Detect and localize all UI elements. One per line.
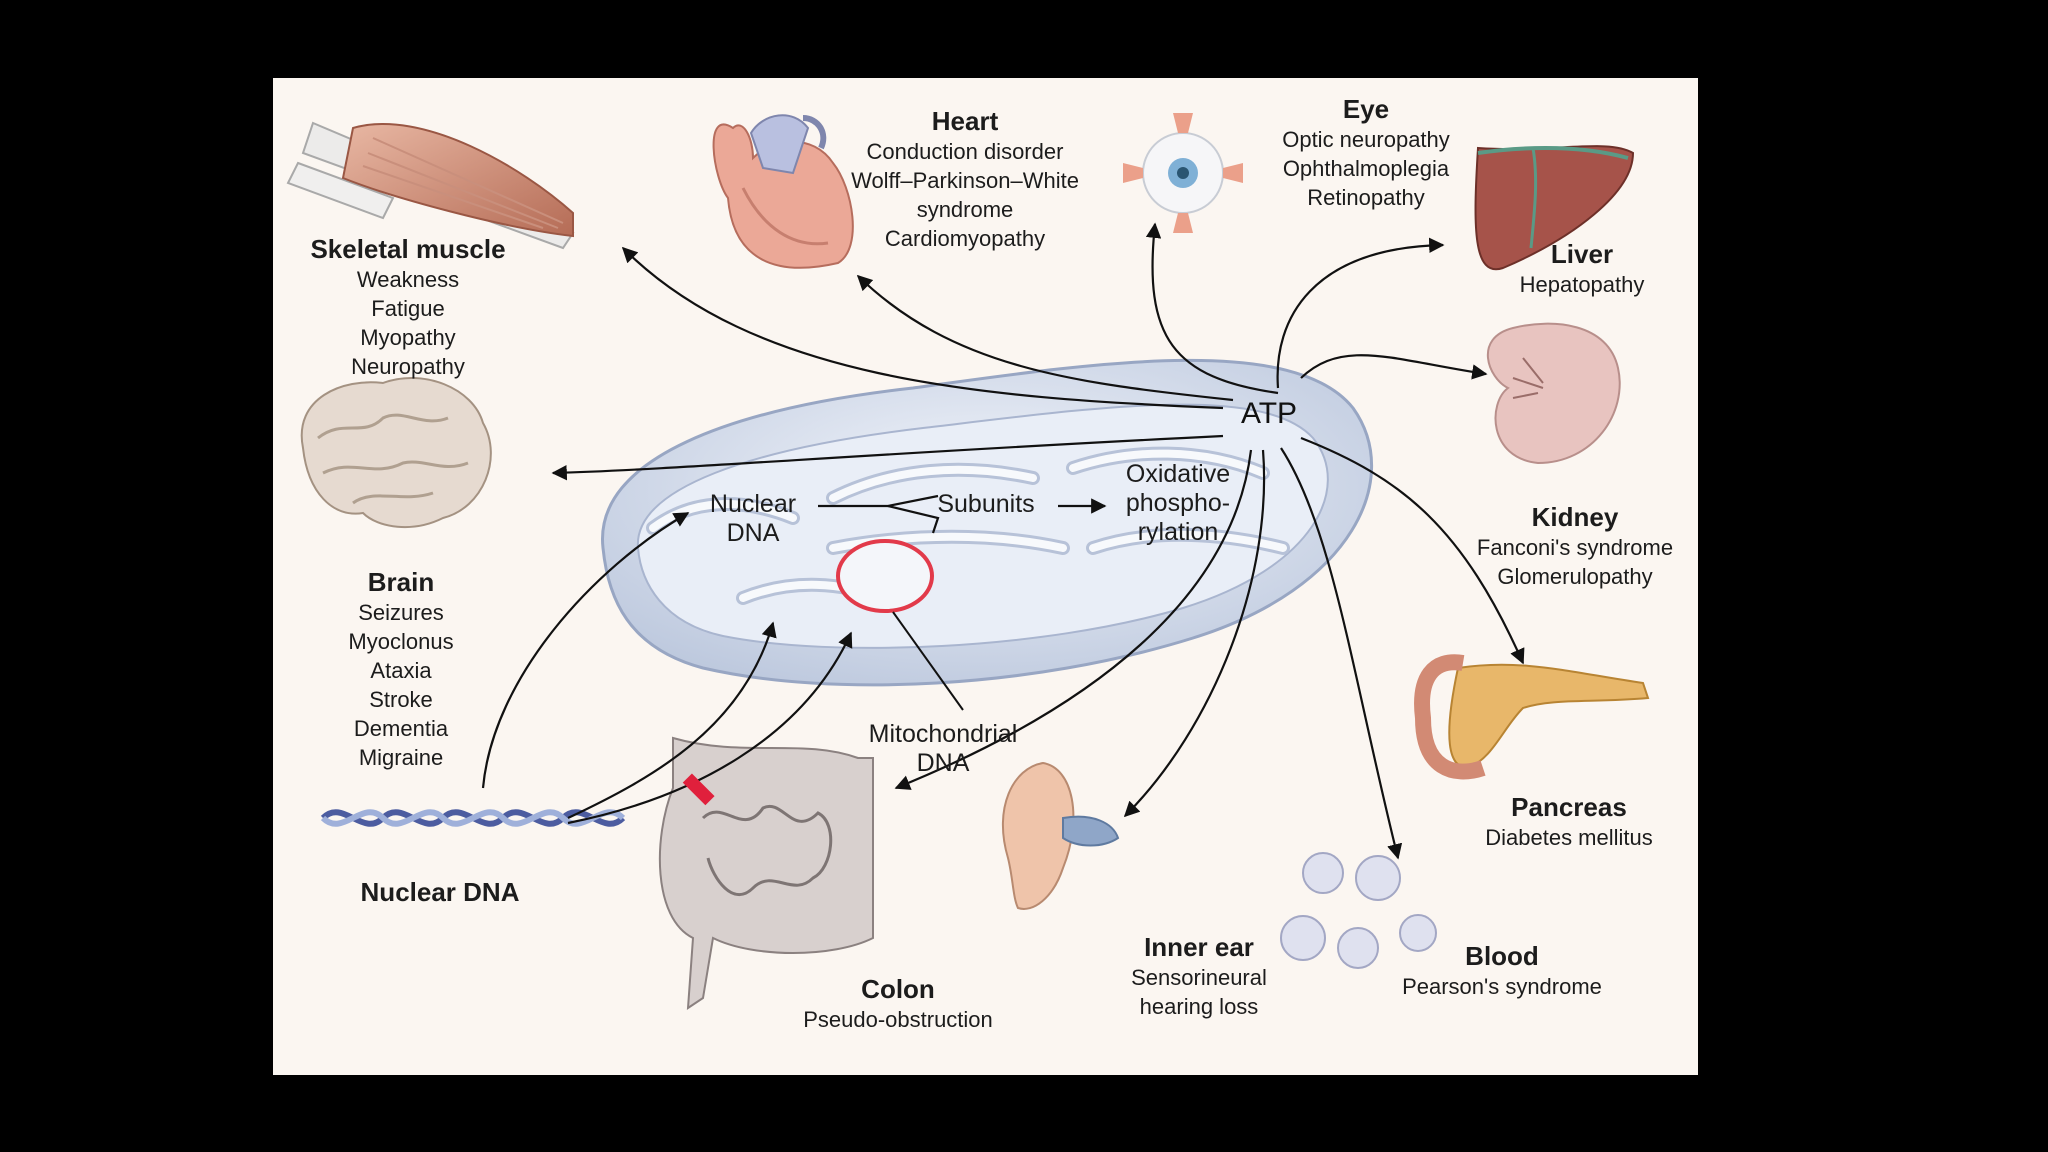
arrow-to-mtdna	[567, 631, 853, 825]
eye-symptom: Ophthalmoplegia	[1282, 156, 1450, 181]
pancreas-illustration	[1414, 654, 1650, 780]
eye-symptom: Retinopathy	[1307, 185, 1425, 210]
eye-illustration	[1123, 113, 1243, 233]
pancreas-symptom: Diabetes mellitus	[1485, 825, 1653, 850]
pancreas-title: Pancreas	[1511, 792, 1627, 822]
oxphos-line: phospho-	[1125, 489, 1231, 517]
skeletal-muscle-symptom: Fatigue	[371, 296, 445, 321]
inner-ear-title: Inner ear	[1144, 932, 1254, 962]
arrow-to-brain	[551, 434, 1224, 481]
arrow-to-inner-ear	[1123, 449, 1266, 818]
nuclear-dna-bottom-label: Nuclear DNA	[360, 877, 520, 907]
arrow-to-blood	[1280, 447, 1403, 860]
arrow-to-liver	[1276, 237, 1445, 389]
label-pancreas: Pancreas Diabetes mellitus	[1485, 791, 1653, 852]
kidney-title: Kidney	[1531, 502, 1619, 532]
mitochondrion	[601, 358, 1374, 687]
brain-symptom: Migraine	[358, 745, 444, 770]
kidney-illustration	[1486, 322, 1621, 465]
brain-title: Brain	[367, 567, 435, 597]
heart-symptom: Wolff–Parkinson–White	[851, 168, 1079, 193]
mtdna-ring	[836, 539, 934, 613]
inner-ear-symptom: Sensorineural	[1131, 965, 1267, 990]
brain-symptom: Myoclonus	[348, 629, 454, 654]
label-brain: Brain Seizures Myoclonus Ataxia Stroke D…	[348, 566, 453, 772]
oxphos-label: Oxidative phospho- rylation	[1126, 460, 1230, 547]
mito-dna-line: Mitochondrial	[868, 720, 1018, 748]
oxphos-line: rylation	[1137, 518, 1219, 546]
atp-label: ATP	[1240, 397, 1298, 430]
inhibition-marker	[682, 773, 715, 806]
diagram-artwork	[286, 113, 1650, 1010]
blood-illustration	[1280, 852, 1437, 969]
eye-title: Eye	[1342, 94, 1390, 124]
brain-symptom: Seizures	[358, 600, 444, 625]
nuclear-dna-line: Nuclear	[709, 490, 797, 518]
blood-symptom: Pearson's syndrome	[1402, 974, 1602, 999]
brain-symptom: Ataxia	[370, 658, 432, 683]
arrow-to-skeletal-muscle	[621, 246, 1224, 410]
label-liver: Liver Hepatopathy	[1520, 238, 1645, 299]
heart-symptom: syndrome	[916, 197, 1014, 222]
heart-illustration	[712, 114, 854, 269]
heart-symptom: Cardiomyopathy	[884, 226, 1046, 251]
skeletal-muscle-symptom: Weakness	[356, 267, 460, 292]
label-colon: Colon Pseudo-obstruction	[803, 973, 993, 1034]
skeletal-muscle-symptom: Neuropathy	[351, 354, 465, 379]
liver-title: Liver	[1550, 239, 1614, 269]
nuclear-dna-mito-label: Nuclear DNA	[710, 490, 796, 548]
colon-symptom: Pseudo-obstruction	[803, 1007, 993, 1032]
colon-title: Colon	[861, 974, 935, 1004]
arrow-to-colon	[894, 449, 1253, 790]
mito-dna-line: DNA	[916, 749, 970, 777]
kidney-symptom: Fanconi's syndrome	[1476, 535, 1674, 560]
arrow-to-nuclear-dna-lower	[567, 621, 777, 819]
label-heart: Heart Conduction disorder Wolff–Parkinso…	[851, 105, 1079, 253]
label-blood: Blood Pearson's syndrome	[1402, 940, 1602, 1001]
skeletal-muscle-title: Skeletal muscle	[310, 234, 506, 264]
liver-symptom: Hepatopathy	[1519, 272, 1645, 297]
inner-ear-symptom: hearing loss	[1139, 994, 1259, 1019]
colon-illustration	[658, 736, 874, 1010]
mitochondrial-dna-label: Mitochondrial DNA	[869, 720, 1018, 778]
arrow-to-pancreas	[1300, 436, 1525, 665]
oxphos-line: Oxidative	[1125, 460, 1231, 488]
pathway-lines	[818, 494, 1107, 534]
liver-illustration	[1474, 145, 1635, 271]
nuclear-dna-arrows	[481, 512, 853, 825]
blood-title: Blood	[1465, 941, 1539, 971]
skeletal-muscle-symptom: Myopathy	[360, 325, 456, 350]
brain-symptom: Stroke	[369, 687, 433, 712]
heart-symptom: Conduction disorder	[866, 139, 1064, 164]
diagram-panel: Skeletal muscle Weakness Fatigue Myopath…	[273, 78, 1698, 1075]
label-inner-ear: Inner ear Sensorineural hearing loss	[1131, 931, 1267, 1021]
arrow-to-nuclear-dna	[481, 512, 690, 789]
brain-symptom: Dementia	[353, 716, 449, 741]
eye-symptom: Optic neuropathy	[1282, 127, 1450, 152]
label-kidney: Kidney Fanconi's syndrome Glomerulopathy	[1477, 501, 1673, 591]
arrow-to-kidney	[1300, 354, 1488, 380]
arrow-to-heart	[856, 274, 1234, 402]
skeletal-muscle-illustration	[286, 121, 575, 250]
kidney-symptom: Glomerulopathy	[1497, 564, 1653, 589]
label-skeletal-muscle: Skeletal muscle Weakness Fatigue Myopath…	[310, 233, 505, 381]
atp-arrows	[551, 222, 1525, 860]
subunits-label: Subunits	[937, 490, 1035, 518]
nuclear-dna-line: DNA	[726, 519, 780, 547]
heart-title: Heart	[931, 106, 999, 136]
inner-ear-illustration	[1001, 761, 1120, 910]
brain-illustration	[300, 377, 492, 529]
arrow-to-eye	[1145, 222, 1279, 395]
label-eye: Eye Optic neuropathy Ophthalmoplegia Ret…	[1282, 93, 1450, 212]
